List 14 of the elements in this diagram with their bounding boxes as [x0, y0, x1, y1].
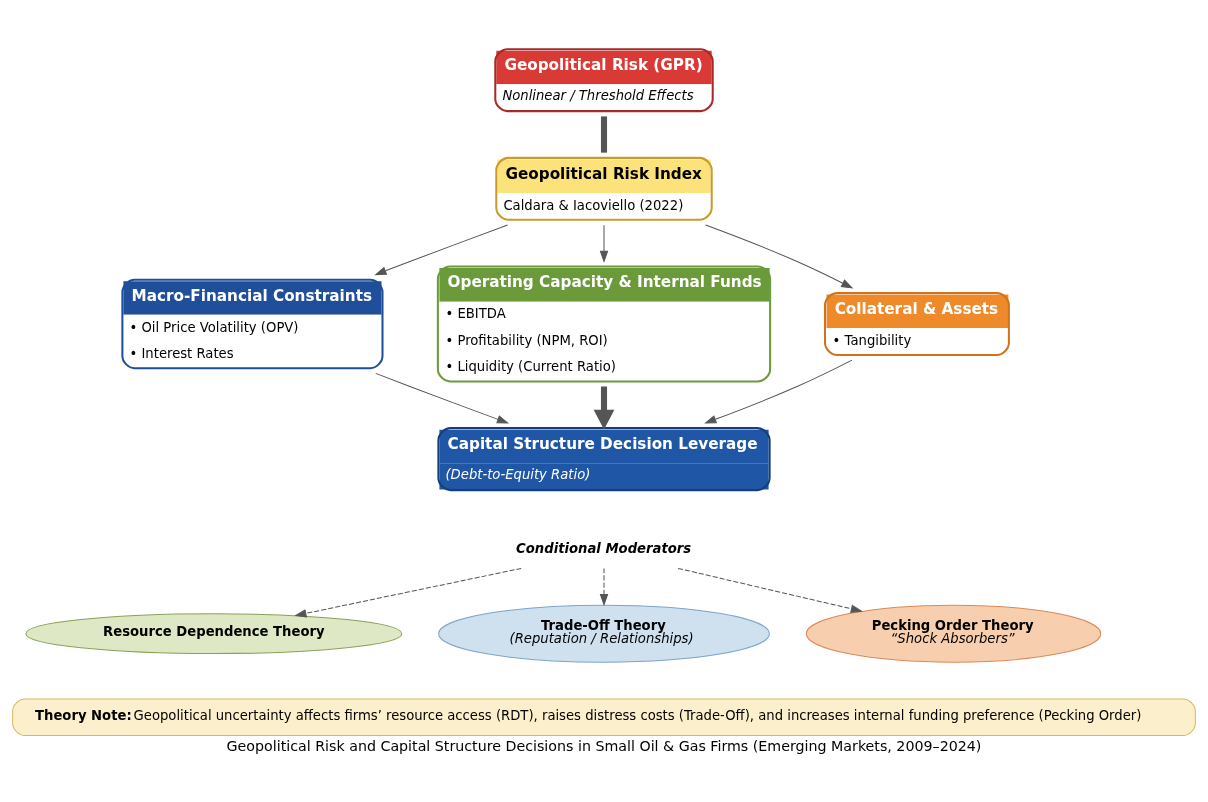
node-ellipse: Trade-Off Theory (Reputation / Relationships)	[438, 604, 770, 663]
arrow	[375, 372, 510, 423]
node-text: Conditional Moderators	[516, 540, 692, 555]
connector	[600, 115, 608, 153]
arrow	[374, 224, 509, 275]
node-ellipse: Resource Dependence Theory	[25, 612, 403, 654]
arrow	[677, 567, 863, 613]
caption: Geopolitical Risk and Capital Structure Decisions in Small Oil & Gas Firms (Emerging Markets, 2009–2024)	[226, 737, 982, 754]
arrow	[704, 359, 853, 423]
node-box: Theory Note:Geopolitical uncertainty affects firms’ resource access (RDT), raises distress costs (Trade-Off), and increases internal funding preference (Pecking Order)	[12, 698, 1196, 736]
arrow	[294, 567, 522, 617]
arrow	[705, 224, 854, 289]
arrow	[599, 224, 609, 263]
arrow	[599, 567, 609, 606]
